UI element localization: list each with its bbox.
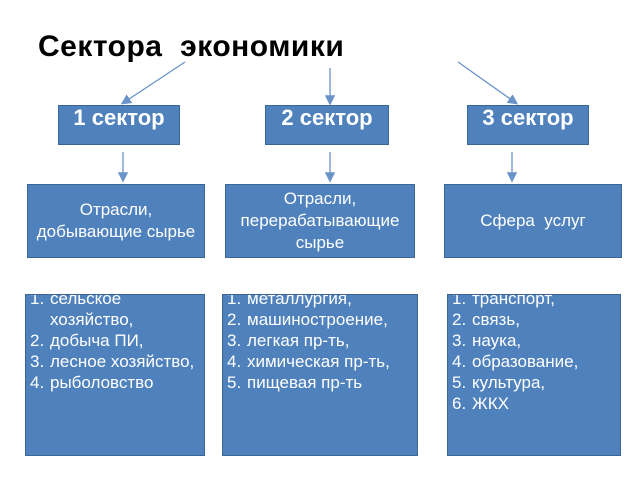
list-1: 1.сельское хозяйство, 2.добыча ПИ, 3.лес… — [26, 294, 204, 393]
list-item: 1.сельское хозяйство, — [30, 294, 134, 329]
list-item: 3.лесное хозяйство, — [30, 352, 195, 371]
branch-1-box: Отрасли, добывающие сырье — [27, 184, 205, 258]
list-item: 5.пищевая пр-ть — [227, 373, 363, 392]
sector-1-box: 1 сектор — [58, 105, 180, 145]
list-1-box: 1.сельское хозяйство, 2.добыча ПИ, 3.лес… — [25, 294, 205, 456]
arrow-title-to-sector-3 — [457, 61, 519, 105]
list-item: 4.рыболовство — [30, 373, 154, 392]
branch-2-box: Отрасли, перерабатывающие сырье — [225, 184, 415, 258]
sector-3-box: 3 сектор — [467, 105, 589, 145]
list-item: 4.химическая пр-ть, — [227, 352, 390, 371]
arrow-title-to-sector-1 — [120, 61, 186, 105]
list-item: 3.наука, — [452, 331, 522, 350]
list-2-box: 1.металлургия, 2.машиностроение, 3.легка… — [222, 294, 418, 456]
list-item: 2.машиностроение, — [227, 310, 388, 329]
branch-3-box: Сфера услуг — [444, 184, 622, 258]
diagram-title: Сектора экономики — [38, 30, 345, 63]
sector-2-box: 2 сектор — [265, 105, 389, 145]
list-2: 1.металлургия, 2.машиностроение, 3.легка… — [223, 294, 417, 393]
list-item: 6.ЖКХ — [452, 394, 509, 413]
list-item: 1.металлургия, — [227, 294, 352, 308]
list-item: 5.культура, — [452, 373, 546, 392]
list-item: 1.транспорт, — [452, 294, 555, 308]
list-item: 3.легкая пр-ть, — [227, 331, 350, 350]
list-item: 4.образование, — [452, 352, 579, 371]
list-item: 2.добыча ПИ, — [30, 331, 144, 350]
list-item: 2.связь, — [452, 310, 520, 329]
list-3-box: 1.транспорт, 2.связь, 3.наука, 4.образов… — [447, 294, 621, 456]
list-3: 1.транспорт, 2.связь, 3.наука, 4.образов… — [448, 294, 620, 414]
